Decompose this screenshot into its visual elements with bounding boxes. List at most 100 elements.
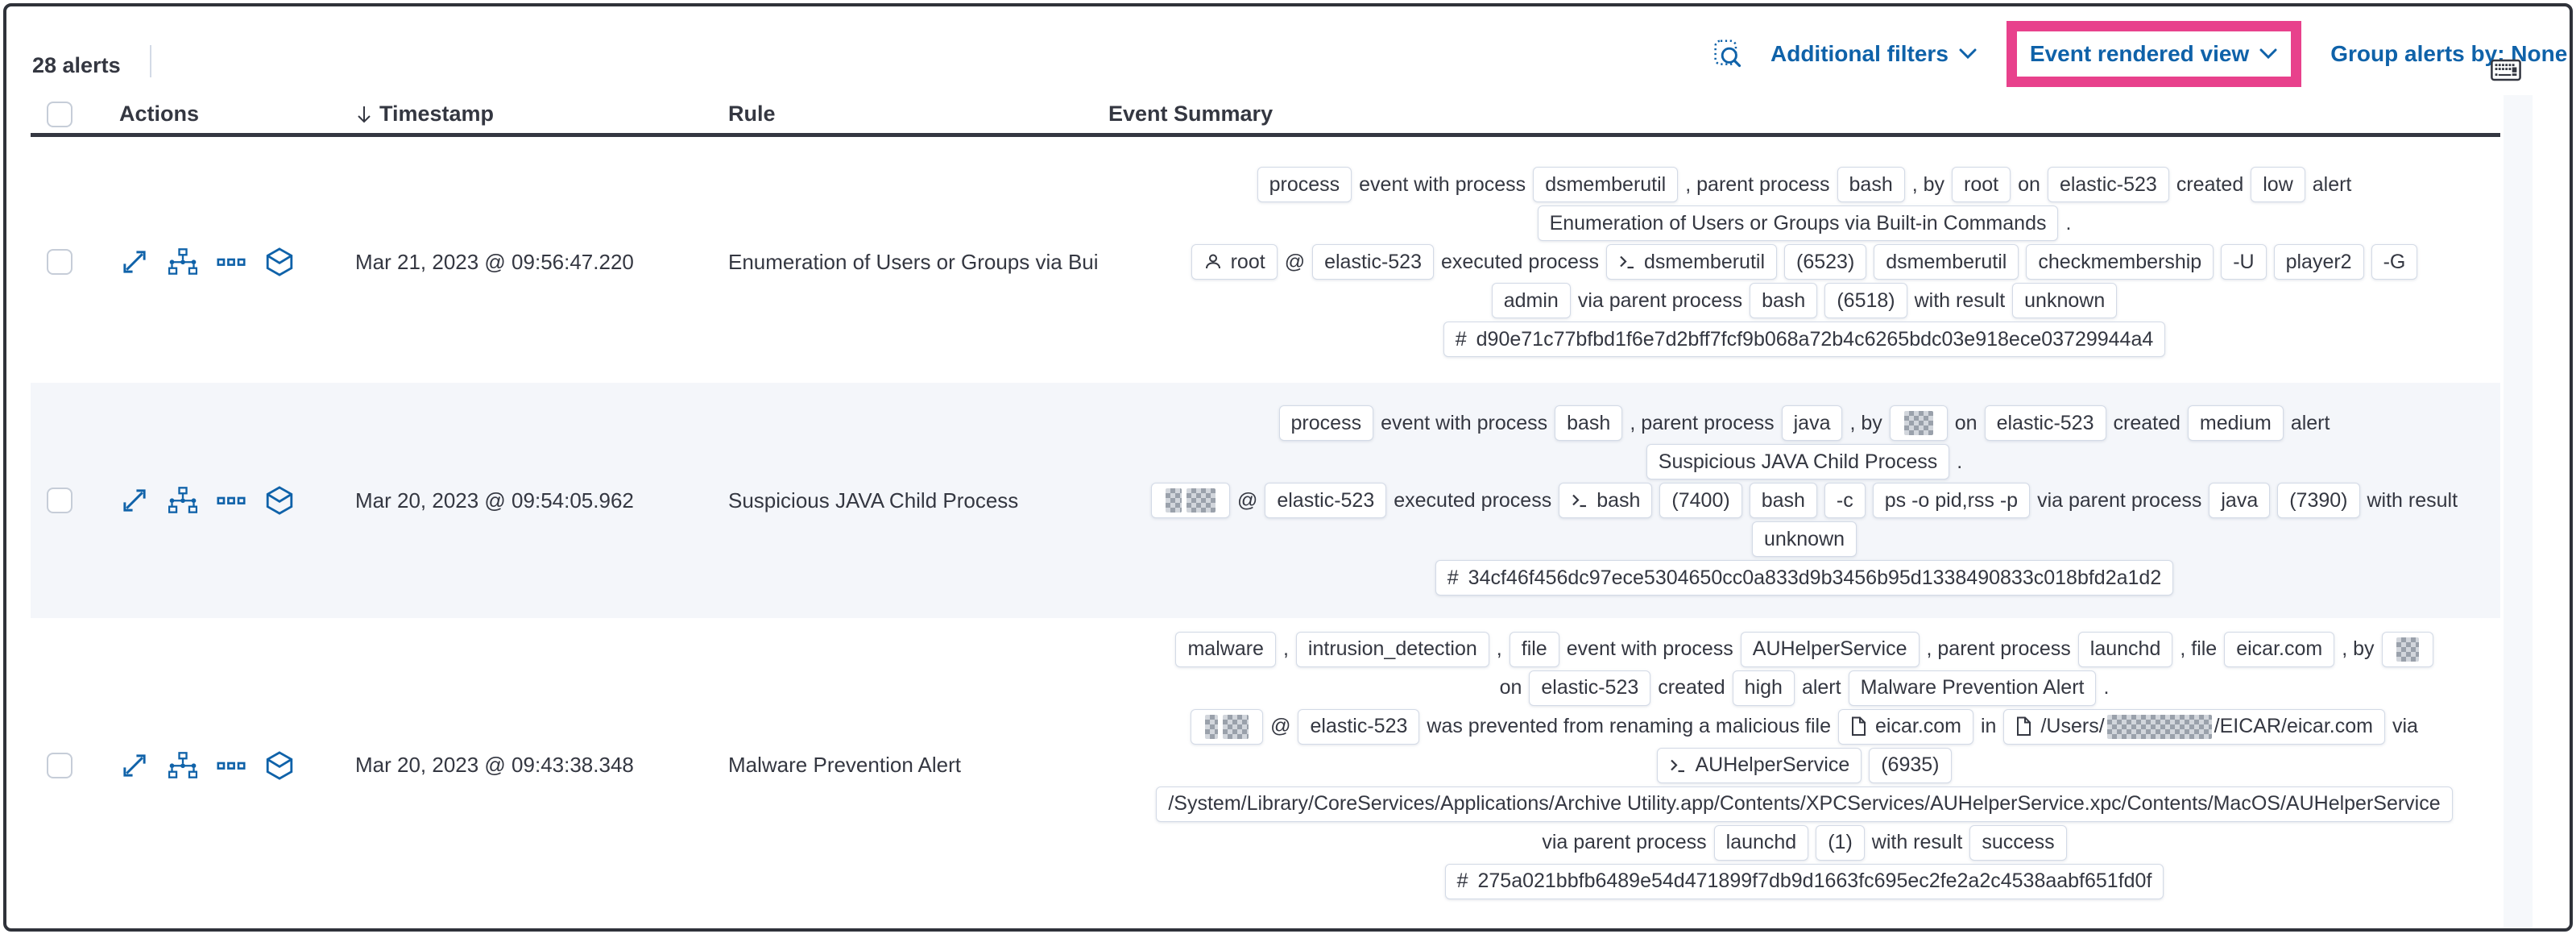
field-value-badge[interactable]: java <box>1781 405 1843 441</box>
group-alerts-by-button[interactable]: Group alerts by: None <box>2330 41 2570 67</box>
field-value-badge[interactable]: Malware Prevention Alert <box>1848 670 2097 706</box>
field-value-badge[interactable]: checkmembership <box>2026 244 2214 280</box>
field-value-badge[interactable]: elastic-523 <box>1312 244 1434 280</box>
event-summary-line: #d90e71c77bfbd1f6e7d2bff7fcf9b068a72b4c6… <box>1124 320 2484 359</box>
field-value-badge[interactable]: bash <box>1749 483 1817 518</box>
more-actions-icon[interactable] <box>216 247 246 277</box>
keyboard-icon[interactable] <box>2491 55 2521 85</box>
field-value-badge[interactable] <box>1191 708 1264 745</box>
field-value-badge[interactable]: /System/Library/CoreServices/Application… <box>1156 786 2453 822</box>
additional-filters-button[interactable]: Additional filters <box>1770 41 1978 67</box>
field-value-badge[interactable]: #d90e71c77bfbd1f6e7d2bff7fcf9b068a72b4c6… <box>1443 322 2166 357</box>
field-value-badge[interactable]: elastic-523 <box>1298 708 1420 745</box>
field-value-badge[interactable]: root <box>1191 244 1278 280</box>
view-selector-button[interactable]: Event rendered view <box>2030 41 2278 67</box>
field-value-badge[interactable]: AUHelperService <box>1740 631 1920 667</box>
field-value-badge[interactable]: high <box>1732 670 1795 706</box>
field-value-badge[interactable]: root <box>1952 167 2011 202</box>
field-value-badge[interactable]: -c <box>1824 483 1866 518</box>
field-value-badge[interactable]: Enumeration of Users or Groups via Built… <box>1537 205 2059 241</box>
summary-text: on <box>2018 172 2040 196</box>
cube-icon[interactable] <box>264 750 295 781</box>
field-value-badge[interactable]: Suspicious JAVA Child Process <box>1646 444 1950 479</box>
row-checkbox[interactable] <box>47 249 72 275</box>
row-checkbox[interactable] <box>47 752 72 778</box>
field-value-badge[interactable]: (6935) <box>1869 747 1952 783</box>
field-value-badge[interactable]: success <box>1969 824 2067 861</box>
cube-icon[interactable] <box>264 485 295 516</box>
divider <box>150 45 151 77</box>
field-value-badge[interactable]: unknown <box>1751 521 1857 557</box>
cube-icon[interactable] <box>264 247 295 277</box>
inspect-icon[interactable] <box>1713 39 1743 69</box>
alert-rule-name[interactable]: Enumeration of Users or Groups via Bui <box>728 249 1099 274</box>
field-value-badge[interactable]: medium <box>2187 405 2284 441</box>
expand-icon[interactable] <box>119 485 150 516</box>
field-value-badge[interactable]: (6518) <box>1824 283 1907 318</box>
field-value-badge[interactable]: elastic-523 <box>1265 483 1387 518</box>
field-value-badge[interactable] <box>1889 405 1948 441</box>
field-value-badge[interactable]: launchd <box>1713 824 1809 861</box>
field-value-badge[interactable]: process <box>1278 405 1374 441</box>
field-value-badge[interactable]: launchd <box>2077 631 2173 667</box>
field-value-badge[interactable]: eicar.com <box>1838 708 1973 745</box>
expand-icon[interactable] <box>119 750 150 781</box>
field-value-badge[interactable]: low <box>2251 167 2305 202</box>
field-value-badge[interactable] <box>1150 483 1230 518</box>
event-summary-line: unknown <box>1124 520 2484 558</box>
alerts-table-body: Mar 21, 2023 @ 09:56:47.220 Enumeration o… <box>31 141 2500 912</box>
field-value-badge[interactable]: elastic-523 <box>1984 405 2106 441</box>
alert-timestamp: Mar 20, 2023 @ 09:43:38.348 <box>355 753 634 777</box>
field-value-badge[interactable]: (7400) <box>1659 483 1742 518</box>
field-value-badge[interactable]: -G <box>2371 244 2418 280</box>
analyzer-icon[interactable] <box>168 750 198 781</box>
expand-icon[interactable] <box>119 247 150 277</box>
analyzer-icon[interactable] <box>168 485 198 516</box>
field-value-badge[interactable]: intrusion_detection <box>1295 631 1489 667</box>
field-value-badge[interactable]: dsmemberutil <box>1533 167 1679 202</box>
field-value-badge[interactable]: admin <box>1491 283 1571 318</box>
field-value-badge[interactable]: unknown <box>2012 283 2118 318</box>
scrollbar-track[interactable] <box>2504 95 2533 928</box>
chevron-down-icon <box>1959 48 1977 60</box>
more-actions-icon[interactable] <box>216 485 246 516</box>
field-value-badge[interactable]: elastic-523 <box>1529 670 1651 706</box>
field-value-badge[interactable]: java <box>2209 483 2271 518</box>
field-value-badge[interactable]: (6523) <box>1784 244 1867 280</box>
more-actions-icon[interactable] <box>216 750 246 781</box>
field-value-badge[interactable]: AUHelperService <box>1657 747 1862 783</box>
alert-rule-name[interactable]: Malware Prevention Alert <box>728 753 962 777</box>
field-value-badge[interactable]: ps -o pid,rss -p <box>1872 483 2031 518</box>
field-value-badge[interactable]: #275a021bbfb6489e54d471899f7db9d1663fc69… <box>1444 863 2164 899</box>
sort-desc-icon[interactable] <box>355 104 373 125</box>
field-value-badge[interactable]: dsmemberutil <box>1605 244 1778 280</box>
field-value-badge[interactable]: eicar.com <box>2224 631 2335 667</box>
analyzer-icon[interactable] <box>168 247 198 277</box>
field-value-badge[interactable]: bash <box>1750 283 1818 318</box>
field-value-badge[interactable]: bash <box>1555 405 1623 441</box>
field-value-badge[interactable]: player2 <box>2273 244 2364 280</box>
field-value-badge[interactable]: bash <box>1837 167 1905 202</box>
redacted-value <box>1903 411 1933 435</box>
field-value-badge[interactable]: process <box>1257 167 1352 202</box>
select-all-checkbox[interactable] <box>47 101 72 127</box>
field-value-badge[interactable]: (7390) <box>2277 483 2360 518</box>
field-value-badge[interactable]: dsmemberutil <box>1874 244 2019 280</box>
alert-timestamp: Mar 21, 2023 @ 09:56:47.220 <box>355 249 634 274</box>
field-value-badge[interactable]: elastic-523 <box>2047 167 2169 202</box>
badge-label: java <box>2221 488 2259 512</box>
field-value-badge[interactable]: malware <box>1175 631 1276 667</box>
field-value-badge[interactable]: /Users//EICAR/eicar.com <box>2003 708 2385 745</box>
field-value-badge[interactable] <box>2381 631 2433 667</box>
row-checkbox[interactable] <box>47 488 72 513</box>
file-icon <box>1852 716 1866 736</box>
header-timestamp[interactable]: Timestamp <box>379 102 495 126</box>
alert-rule-name[interactable]: Suspicious JAVA Child Process <box>728 488 1019 513</box>
field-value-badge[interactable]: #34cf46f456dc97ece5304650cc0a833d9b3456b… <box>1435 560 2174 596</box>
field-value-badge[interactable]: bash <box>1559 483 1653 518</box>
field-value-badge[interactable]: -U <box>2221 244 2267 280</box>
badge-label: bash <box>1567 411 1611 434</box>
field-value-badge[interactable]: file <box>1509 631 1559 667</box>
field-value-badge[interactable]: (1) <box>1816 824 1865 861</box>
